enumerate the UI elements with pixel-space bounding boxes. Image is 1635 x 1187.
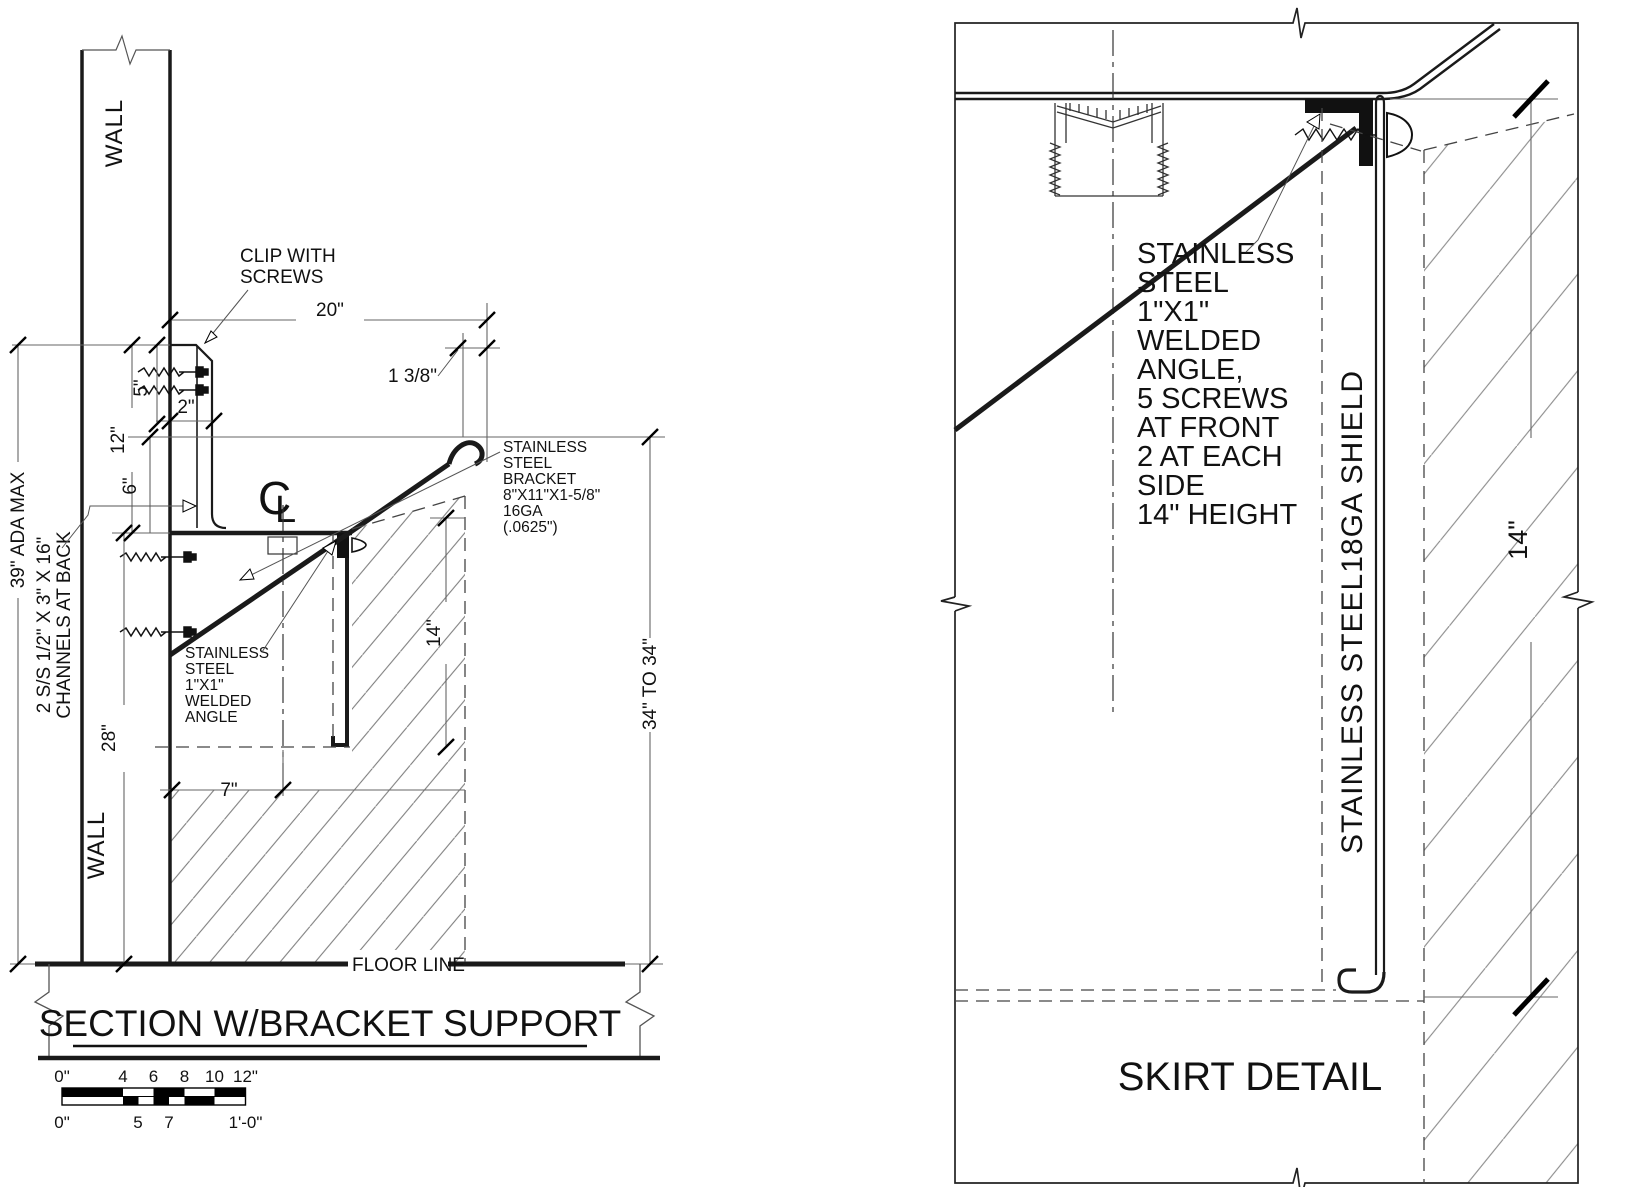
bracket-note-line3: BRACKET: [503, 471, 577, 488]
dim-34: 34" TO 34": [640, 638, 661, 730]
wall-clip-outline: [170, 343, 227, 530]
countertop-hatch-lower: [170, 790, 465, 962]
r-angle-note-line10: 14" HEIGHT: [1137, 499, 1297, 531]
scale-top-4: 4: [118, 1067, 127, 1086]
scale-bottom-12: 1'-0": [229, 1113, 263, 1132]
dim-2: 2": [177, 397, 194, 418]
channels-note-line1: 2 S/S 1/2" X 3" X 16": [34, 537, 55, 714]
scale-bottom-7: 7: [164, 1113, 173, 1132]
welded-angle-vertical-leg: [1359, 99, 1373, 166]
r-angle-note-line2: STEEL: [1137, 267, 1229, 299]
detail-border: [940, 7, 1595, 1187]
centerline-symbol-c: C: [258, 472, 291, 524]
angle-note-line3: 1"X1": [185, 677, 224, 694]
dim-6: 6": [120, 477, 141, 494]
threaded-insert: [1048, 103, 1170, 197]
angle-note-line5: ANGLE: [185, 709, 238, 726]
scale-top-0: 0": [54, 1067, 70, 1086]
bracket-note-line4: 8"X11"X1-5/8": [503, 487, 600, 504]
bracket-note-line2: STEEL: [503, 455, 552, 472]
angle-note-line4: WELDED: [185, 693, 251, 710]
dim-12: 12": [108, 426, 129, 454]
skirt-detail: 14" STAINLESS STEEL 1"X1" WELDED ANGLE, …: [940, 7, 1595, 1187]
scale-top-6: 6: [149, 1067, 158, 1086]
skirt-screw: [351, 537, 367, 553]
dim-20: 20": [316, 300, 344, 321]
floor-label: FLOOR LINE: [352, 955, 465, 976]
r-angle-note-line1: STAINLESS: [1137, 238, 1294, 270]
countertop-bottom-surface: [955, 28, 1501, 101]
bracket-note-line5: 16GA: [503, 503, 543, 520]
scale-bottom-5: 5: [133, 1113, 142, 1132]
wall-break-symbol: [82, 34, 170, 66]
bracket-diagonal-enlarged: [953, 126, 1358, 432]
wall-label-bottom: WALL: [83, 811, 110, 879]
right-title: SKIRT DETAIL: [1118, 1055, 1383, 1099]
skirt-foot: [331, 736, 349, 747]
dim-138: 1 3/8": [388, 366, 437, 387]
shield-bottom-hem: [1337, 968, 1386, 994]
channels-note-line2: CHANNELS AT BACK: [54, 531, 75, 719]
clip-note-line1: CLIP WITH: [240, 246, 336, 267]
r-angle-note-line8: 2 AT EACH: [1137, 441, 1283, 473]
clip-screws: [137, 366, 209, 396]
scale-top-10: 10: [205, 1067, 224, 1086]
scale-top-12: 12": [233, 1067, 258, 1086]
clip-note-line2: SCREWS: [240, 267, 323, 288]
r-angle-note-line3: 1"X1": [1137, 296, 1209, 328]
r-angle-note-line6: 5 SCREWS: [1137, 383, 1288, 415]
section-bracket-support-detail: WALL WALL FLOOR LINE SECTION W/BRACKET S…: [8, 34, 665, 1132]
shield-label: STAINLESS STEEL18GA SHIELD: [1336, 370, 1369, 854]
graphic-scale-bar: 0" 4 6 8 10 12" 0" 5 7 1'-0": [54, 1067, 262, 1132]
countertop-top-surface: [955, 23, 1495, 95]
r-angle-note-line5: ANGLE,: [1137, 354, 1243, 386]
bracket-hook: [446, 440, 485, 467]
angle-note-line2: STEEL: [185, 661, 234, 678]
angle-note-line1: STAINLESS: [185, 645, 269, 662]
bracket-note-line1: STAINLESS: [503, 439, 587, 456]
bracket-diagonal: [168, 461, 451, 658]
r-angle-note-line9: SIDE: [1137, 470, 1205, 502]
r-angle-note-line7: AT FRONT: [1137, 412, 1280, 444]
dim-5: 5": [131, 379, 152, 396]
dim-7: 7": [220, 780, 237, 801]
scale-bottom-0: 0": [54, 1113, 70, 1132]
shield-profile: [1337, 94, 1386, 994]
dim-14-right: 14": [1503, 520, 1533, 560]
title-band-break-left: [33, 964, 65, 1058]
r-angle-note-line4: WELDED: [1137, 325, 1261, 357]
dimension-ticks: [9, 311, 659, 973]
dim-14-left: 14": [424, 619, 445, 647]
skirt-hatch-region: [1424, 114, 1578, 1183]
dim-39-ada-max: 39" ADA MAX: [8, 471, 29, 588]
countertop-hatch-upper: [352, 496, 465, 790]
floor-label-mask: [348, 950, 448, 974]
title-band-break-right: [624, 964, 656, 1058]
wall-label-top: WALL: [101, 99, 128, 167]
shield-screw: [1294, 111, 1414, 159]
centerline-symbol-l: L: [275, 489, 296, 531]
channel-screws: [119, 551, 197, 638]
scale-top-8: 8: [180, 1067, 189, 1086]
dim-28: 28": [99, 724, 120, 752]
bracket-note-line6: (.0625"): [503, 519, 558, 536]
left-title: SECTION W/BRACKET SUPPORT: [39, 1003, 622, 1044]
